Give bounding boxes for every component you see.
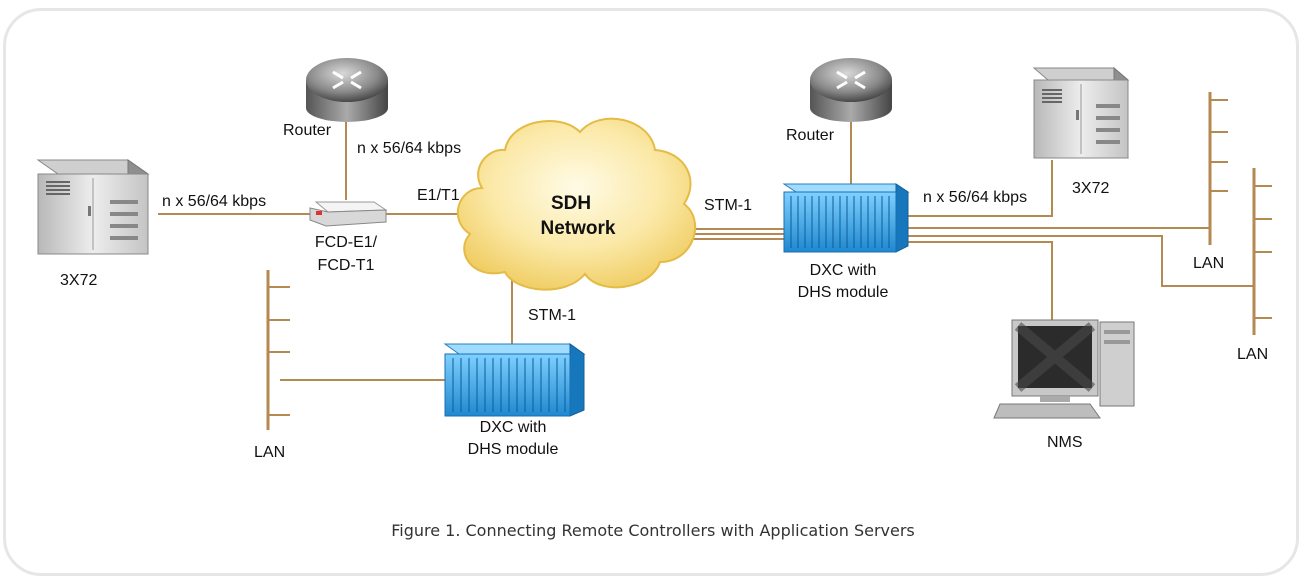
router-label-right: Router (786, 127, 835, 144)
lan-label-right-1: LAN (1193, 255, 1225, 272)
server-icon-right (1032, 66, 1130, 159)
nms-label: NMS (1047, 434, 1083, 451)
stm-label-right: STM-1 (704, 197, 752, 214)
link-dxc-nms (905, 241, 1053, 322)
fcd-modem-icon (309, 201, 388, 227)
dxc-icon-bottom (443, 343, 586, 417)
nms-workstation-icon (993, 319, 1135, 419)
dxc-bottom-label-line2: DHS module (467, 441, 559, 458)
lan-bus-right-2 (1252, 168, 1272, 335)
dxc-right-label-line1: DXC with (809, 262, 877, 279)
lan-label-right-2: LAN (1237, 346, 1269, 363)
router-icon-right (810, 58, 892, 122)
cloud-label-line2: Network (540, 218, 616, 239)
server-label-right: 3X72 (1072, 180, 1110, 197)
figure-frame (3, 8, 1299, 576)
stm-label-bottom: STM-1 (528, 307, 576, 324)
cloud-label-line1: SDH (550, 193, 592, 214)
server-icon-left (36, 159, 150, 255)
dxc-right-label-line2: DHS module (797, 284, 889, 301)
dxc-bottom-label-line1: DXC with (479, 419, 547, 436)
dxc-icon-right (782, 183, 910, 253)
fcd-label-line2: FCD-T1 (317, 257, 375, 274)
fcd-label-line1: FCD-E1/ (314, 234, 378, 251)
link-dxc-server-right (905, 160, 1053, 217)
rate-label-router-left: n x 56/64 kbps (357, 140, 462, 157)
connection-links (158, 118, 1254, 381)
figure-caption: Figure 1. Connecting Remote Controllers … (391, 521, 915, 540)
router-icon-left (306, 58, 388, 122)
e1t1-label: E1/T1 (417, 187, 460, 204)
sdh-cloud-icon (456, 117, 697, 291)
rate-label-server-left: n x 56/64 kbps (162, 193, 267, 210)
lan-bus-left (266, 270, 290, 430)
lan-bus-right-1 (1208, 92, 1228, 245)
rate-label-server-right: n x 56/64 kbps (923, 189, 1028, 206)
router-label-left: Router (283, 122, 332, 139)
link-dxc-lan2 (905, 235, 1254, 287)
server-label-left: 3X72 (60, 272, 98, 289)
lan-label-left: LAN (254, 444, 286, 461)
